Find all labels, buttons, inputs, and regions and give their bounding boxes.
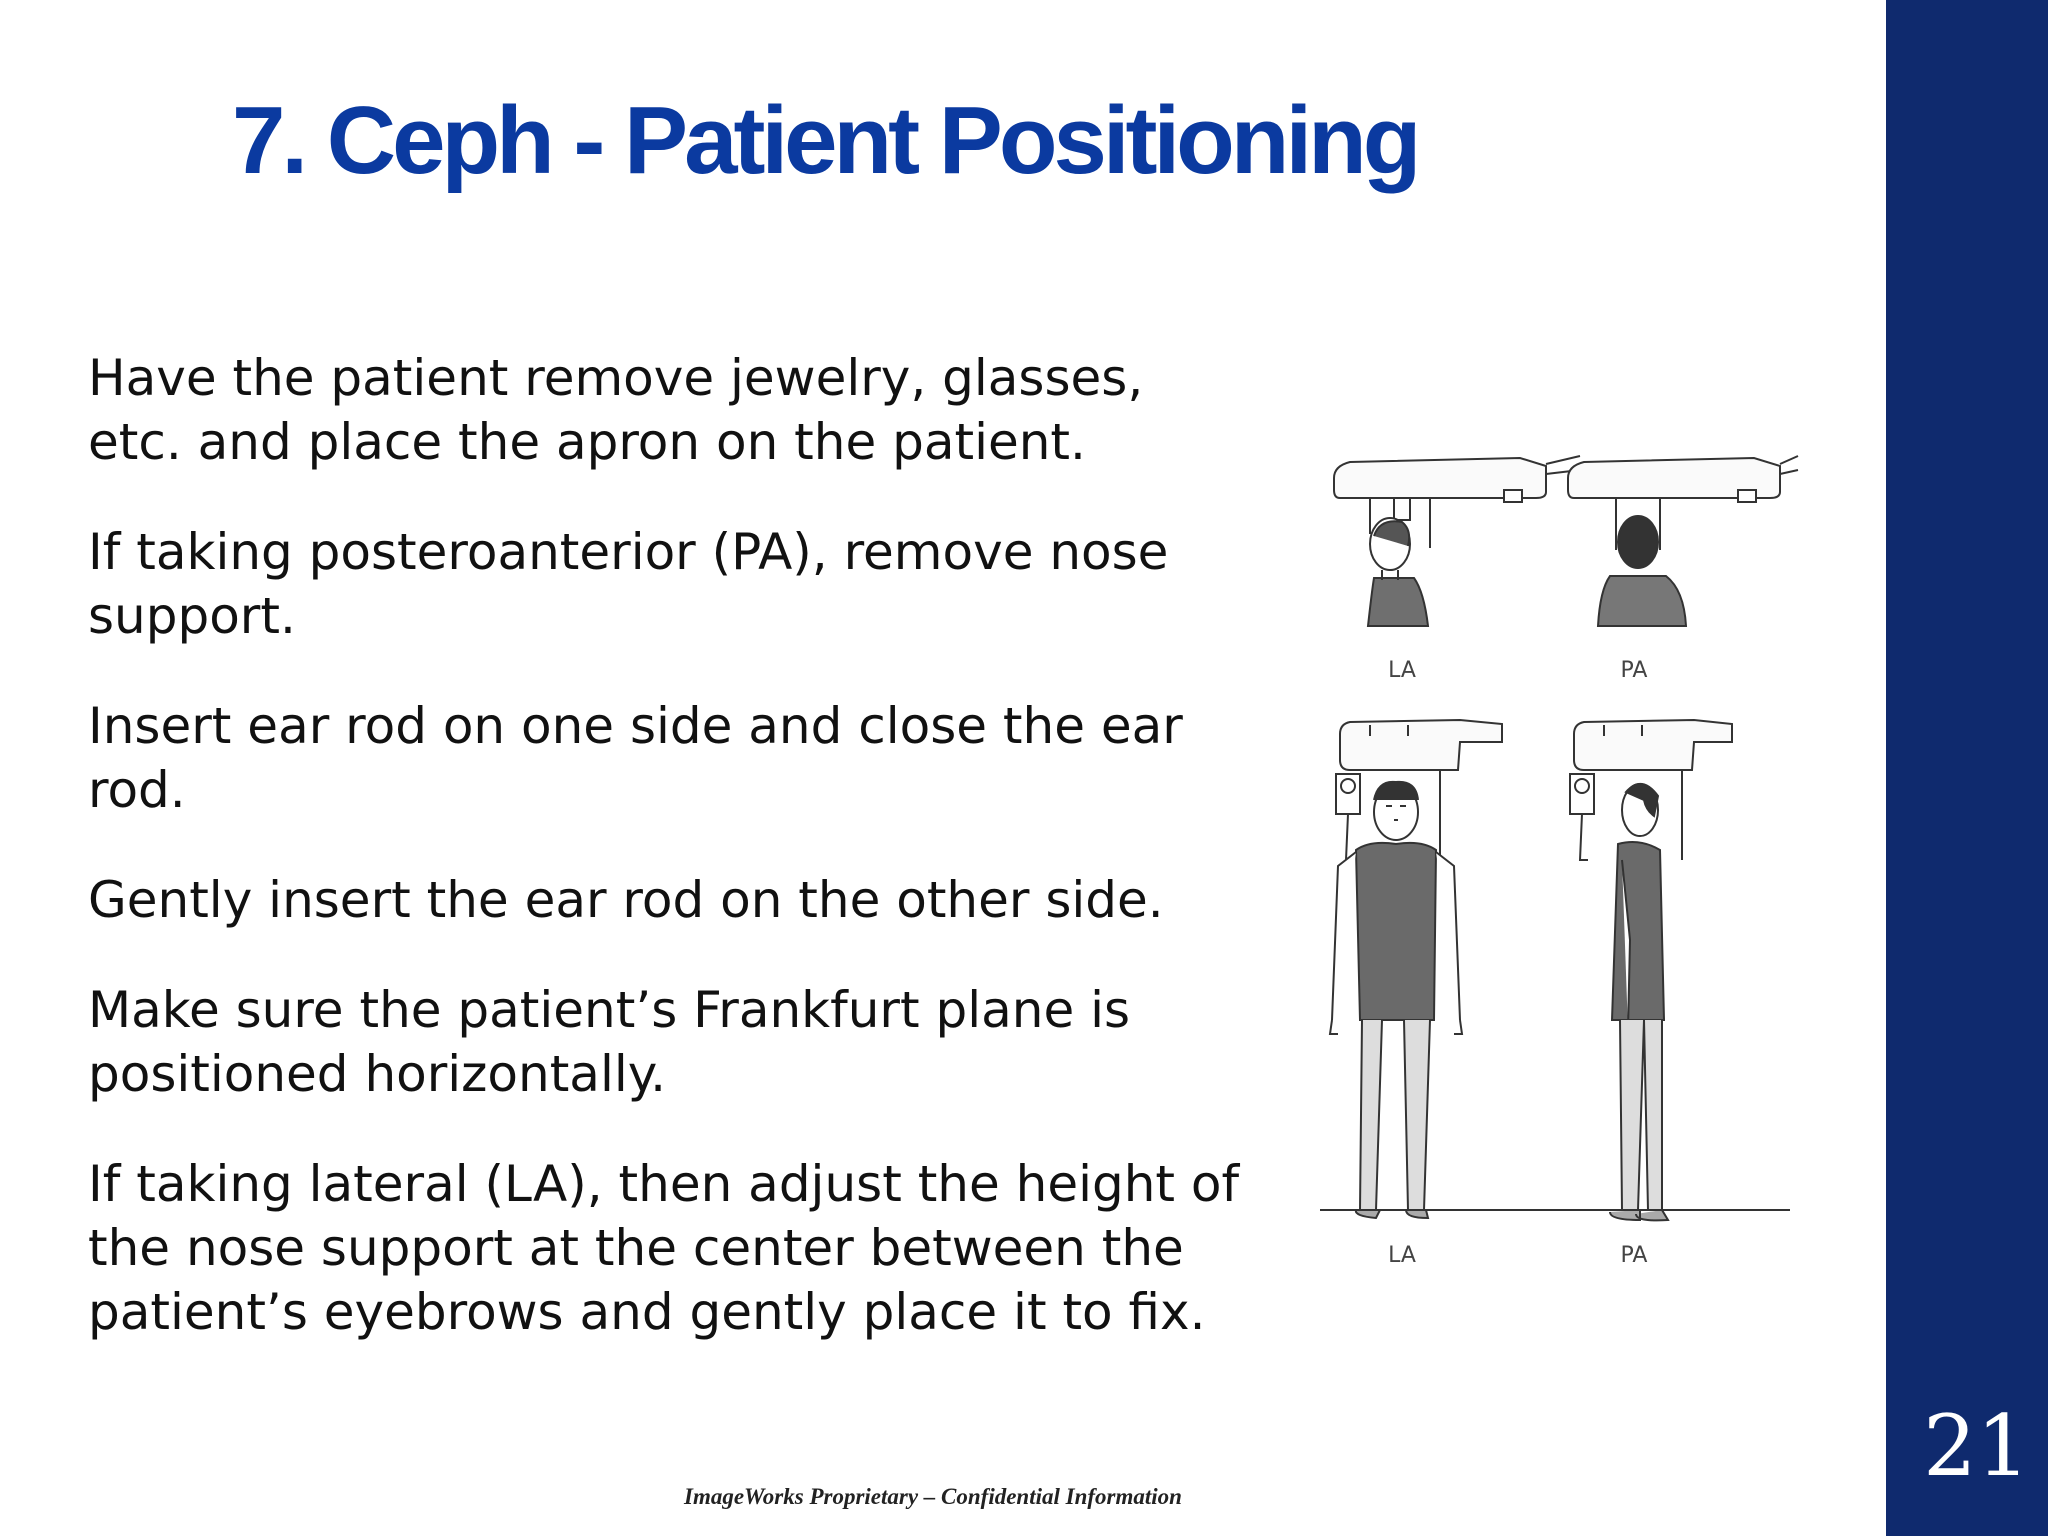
top-right-ceph-unit [1567, 455, 1799, 627]
bottom-right-patient-figure [1569, 718, 1733, 1222]
instruction-list: Have the patient remove jewelry, glasses… [88, 346, 1248, 1390]
top-right-caption: PA [1621, 658, 1648, 683]
instruction-paragraph: Make sure the patient’s Frankfurt plane … [88, 981, 1131, 1103]
top-left-caption: LA [1388, 658, 1416, 683]
page-number: 21 [1923, 1397, 2030, 1495]
instruction-paragraph: Have the patient remove jewelry, glasses… [88, 349, 1144, 471]
bottom-left-caption: LA [1388, 1243, 1416, 1268]
instruction-paragraph: Insert ear rod on one side and close the… [88, 697, 1183, 819]
instruction-paragraph: If taking posteroanterior (PA), remove n… [88, 523, 1169, 645]
confidentiality-footer: ImageWorks Proprietary – Confidential In… [684, 1484, 1182, 1509]
instruction-paragraph: Gently insert the ear rod on the other s… [88, 871, 1164, 929]
top-left-ceph-unit [1333, 455, 1581, 627]
slide-title: 7. Ceph - Patient Positioning [232, 87, 1421, 194]
right-sidebar-band: 21 [1886, 0, 2048, 1536]
instruction-paragraph: If taking lateral (LA), then adjust the … [88, 1155, 1240, 1341]
patient-positioning-illustration: LA PA LA PA [1320, 455, 1799, 1268]
bottom-left-patient-figure [1328, 718, 1503, 1220]
bottom-right-caption: PA [1621, 1243, 1648, 1268]
